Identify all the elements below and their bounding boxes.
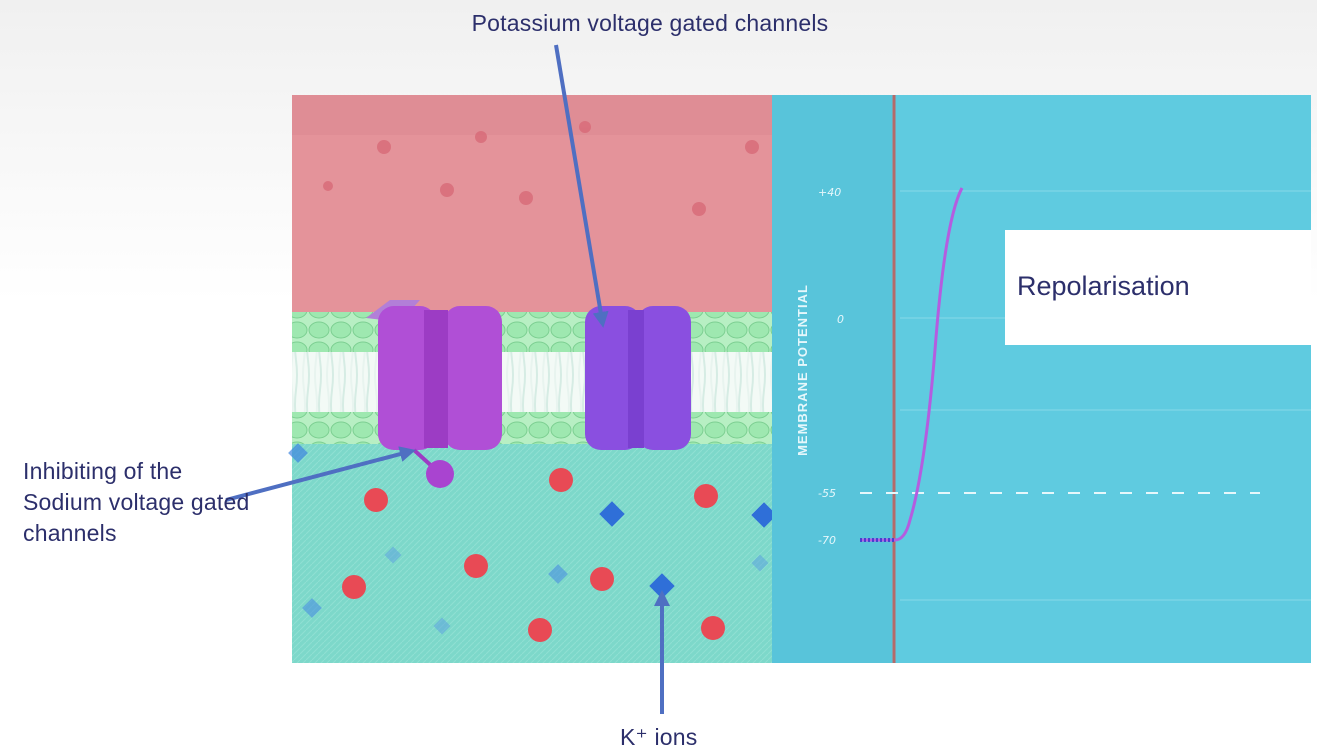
potassium-ion-icon <box>599 501 625 527</box>
arrow-icon <box>554 44 609 328</box>
potassium-channels-label: Potassium voltage gated channels <box>471 10 829 36</box>
lipid-tails <box>292 352 772 414</box>
repolarisation-label: Repolarisation <box>1017 271 1190 301</box>
sodium-channel <box>366 300 502 488</box>
tick-label: +40 <box>818 186 841 199</box>
potassium-channel <box>585 306 691 450</box>
tick-label: -55 <box>818 487 836 500</box>
sodium-ion-icon <box>549 468 573 492</box>
arrow-icon <box>225 446 416 502</box>
extracellular-ions <box>323 121 759 216</box>
potassium-ion-icon <box>384 546 402 564</box>
inactivation-gate <box>426 460 454 488</box>
sodium-ion-icon <box>590 567 614 591</box>
sodium-ion-icon <box>528 618 552 642</box>
sodium-inhibition-label: Inhibiting of the Sodium voltage gated c… <box>23 458 250 546</box>
membrane-panel <box>288 95 777 663</box>
potassium-ion-icon <box>288 443 308 463</box>
potassium-ion-icon <box>433 617 451 635</box>
sodium-ion-icon <box>464 554 488 578</box>
lipid-bilayer-inner <box>292 412 772 444</box>
sodium-ion-icon <box>364 488 388 512</box>
potassium-ion-icon <box>751 502 777 528</box>
membrane-potential-graph: MEMBRANE POTENTIAL +40 0 -55 -70 <box>772 95 1311 663</box>
lipid-bilayer-outer <box>292 312 772 352</box>
sodium-ion-icon <box>694 484 718 508</box>
k-ions-label: K⁺ ions <box>620 724 698 750</box>
sodium-ion-icon <box>342 575 366 599</box>
sodium-ion-icon <box>701 616 725 640</box>
potassium-ion-icon <box>751 554 769 572</box>
tick-label: 0 <box>837 313 844 326</box>
annotation-arrows <box>225 44 670 714</box>
axis-title: MEMBRANE POTENTIAL <box>795 284 810 456</box>
tick-label: -70 <box>818 534 836 547</box>
repolarisation-callout: Repolarisation <box>1005 230 1311 345</box>
action-potential-trace <box>860 187 964 542</box>
